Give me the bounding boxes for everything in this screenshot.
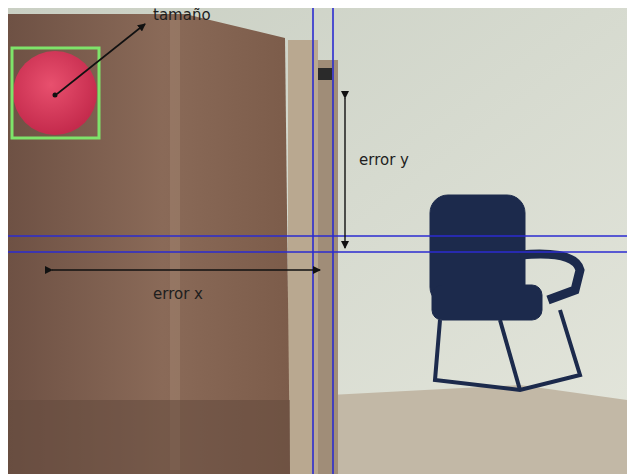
chair-legs: [500, 320, 520, 390]
door-hinge: [318, 68, 332, 80]
chair: [430, 195, 580, 390]
wall: [8, 8, 627, 474]
wardrobe-base: [8, 400, 290, 474]
annotation-label: error x: [153, 286, 203, 303]
guide-line: [8, 251, 627, 253]
annotation-label: tamaño: [153, 7, 211, 24]
annotation-label: error y: [359, 152, 409, 169]
guide-line: [312, 8, 314, 474]
chair-arm: [520, 254, 580, 300]
leader-arrow: [57, 24, 145, 94]
dimension-arrow: [52, 269, 320, 270]
chair-seat: [432, 285, 542, 320]
dimension-arrow: [344, 98, 345, 248]
ball: [13, 51, 97, 135]
door-frame: [318, 60, 338, 474]
guide-line: [332, 8, 334, 474]
floor: [300, 385, 627, 474]
detection-box: [12, 48, 99, 138]
wardrobe: [8, 14, 290, 474]
chair-legs: [435, 310, 580, 390]
guide-line: [8, 235, 627, 237]
